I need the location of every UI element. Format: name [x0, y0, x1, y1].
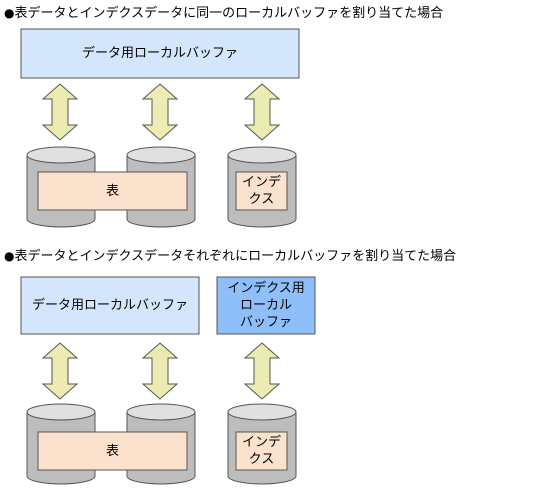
double-arrow-icon: [142, 342, 178, 400]
bullet-icon: ●: [4, 6, 15, 20]
section1-title: 表データとインデクスデータに同一のローカルバッファを割り当てた場合: [14, 6, 444, 21]
section2-table-box: [37, 431, 188, 471]
section2-index-buffer-label: インデクス用 ローカル バッファ: [227, 281, 305, 330]
double-arrow-icon: [244, 342, 280, 400]
section1-buffer-label: データ用ローカルバッファ: [81, 46, 238, 61]
double-arrow-icon: [42, 342, 78, 400]
section1-index-label: インデ クス: [241, 175, 281, 207]
section2-data-buffer-label: データ用ローカルバッファ: [31, 298, 188, 313]
section1-heading: ●表データとインデクスデータに同一のローカルバッファを割り当てた場合: [4, 5, 443, 22]
section1-table-label: 表: [105, 183, 119, 199]
section2-index-label: インデ クス: [241, 435, 281, 467]
double-arrow-icon: [42, 83, 78, 141]
bullet-icon: ●: [4, 249, 15, 263]
section2-heading: ●表データとインデクスデータそれぞれにローカルバッファを割り当てた場合: [4, 248, 456, 265]
section2-data-buffer-box: [20, 276, 200, 335]
double-arrow-icon: [142, 83, 178, 141]
section1-table-box: [37, 171, 188, 211]
section2-index-buffer-box: [216, 276, 316, 335]
section1-data-buffer-box: [20, 28, 300, 79]
section2-table-label: 表: [105, 443, 119, 459]
section1-index-box: [235, 171, 288, 211]
double-arrow-icon: [244, 83, 280, 141]
section2-title: 表データとインデクスデータそれぞれにローカルバッファを割り当てた場合: [14, 249, 457, 264]
section2-index-box: [235, 431, 288, 471]
